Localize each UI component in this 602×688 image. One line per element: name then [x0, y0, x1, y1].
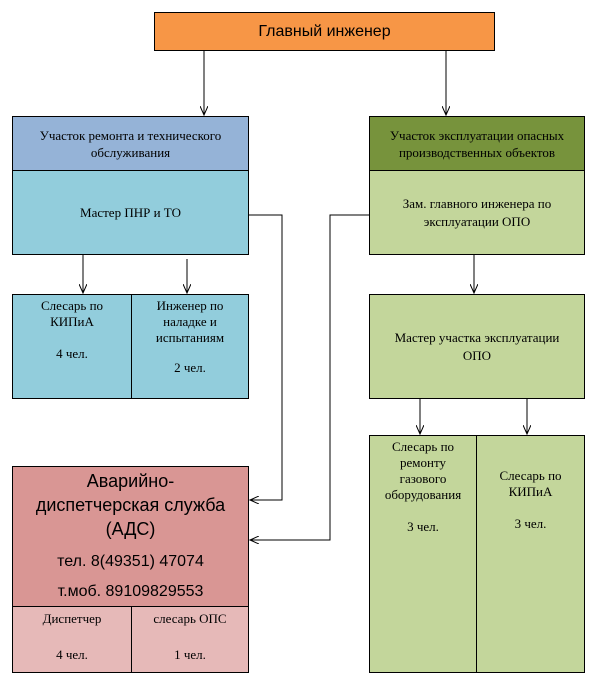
operations-master-label: Мастер участка эксплуатации ОПО	[394, 329, 560, 363]
emergency-dispatch-phone: тел. 8(49351) 47074	[57, 553, 204, 570]
arrow-deputy-to-ads	[250, 214, 369, 540]
gas-equipment-fitter-box: Слесарь по ремонту газового оборудования…	[369, 435, 477, 673]
test-engineer-box: Инженер по наладке и испытаниям 2 чел.	[131, 294, 249, 399]
dispatcher-name: Диспетчер	[42, 611, 102, 626]
arrow-left-master-to-ads	[249, 214, 283, 500]
commissioning-master-box: Мастер ПНР и ТО	[12, 170, 249, 255]
kip-fitter-left-count: 4 чел.	[56, 346, 88, 361]
hazardous-facilities-section-header: Участок эксплуатации опасных производств…	[369, 116, 585, 171]
kip-fitter-left-box: Слесарь по КИПиА 4 чел.	[12, 294, 132, 399]
ops-fitter-box: слесарь ОПС 1 чел.	[131, 606, 249, 673]
emergency-dispatch-mobile: т.моб. 89109829553	[57, 583, 204, 600]
gas-equipment-fitter-count: 3 чел.	[407, 519, 439, 534]
commissioning-master-label: Мастер ПНР и ТО	[80, 204, 181, 220]
repair-section-header: Участок ремонта и технического обслужива…	[12, 116, 249, 171]
emergency-dispatch-title: Аварийно-диспетчерская служба (АДС)	[35, 471, 226, 539]
repair-section-title: Участок ремонта и технического обслужива…	[39, 127, 222, 160]
deputy-chief-engineer-box: Зам. главного инженера по эксплуатации О…	[369, 170, 585, 255]
ops-fitter-count: 1 чел.	[174, 647, 206, 662]
chief-engineer-title: Главный инженер	[258, 22, 391, 40]
deputy-chief-engineer-label: Зам. главного инженера по эксплуатации О…	[402, 195, 552, 229]
test-engineer-name: Инженер по наладке и испытаниям	[155, 298, 225, 345]
operations-master-box: Мастер участка эксплуатации ОПО	[369, 294, 585, 399]
hazardous-facilities-section-title: Участок эксплуатации опасных производств…	[389, 127, 565, 160]
dispatcher-box: Диспетчер 4 чел.	[12, 606, 132, 673]
test-engineer-count: 2 чел.	[174, 360, 206, 375]
chief-engineer-box: Главный инженер	[154, 12, 495, 51]
kip-fitter-right-count: 3 чел.	[514, 516, 547, 531]
dispatcher-count: 4 чел.	[56, 647, 88, 662]
ops-fitter-name: слесарь ОПС	[153, 611, 227, 626]
kip-fitter-right-name: Слесарь по КИПиА	[499, 468, 562, 499]
emergency-dispatch-box: Аварийно-диспетчерская служба (АДС) тел.…	[12, 466, 249, 607]
kip-fitter-right-box: Слесарь по КИПиА 3 чел.	[476, 435, 585, 673]
kip-fitter-left-name: Слесарь по КИПиА	[40, 298, 104, 329]
gas-equipment-fitter-name: Слесарь по ремонту газового оборудования	[384, 439, 462, 502]
